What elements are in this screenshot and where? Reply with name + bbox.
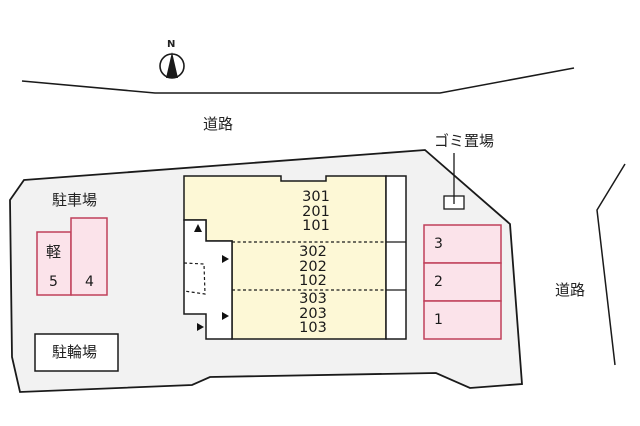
north-arrow-icon: [159, 52, 185, 79]
parking-bay-3-number: 3: [434, 236, 443, 252]
corridor: [183, 219, 233, 340]
parking-bay-5-number: 5: [49, 274, 58, 290]
bicycle-parking-label: 駐輪場: [52, 343, 98, 361]
north-road-edge: [21, 67, 575, 94]
car-parking-label: 駐車場: [52, 191, 98, 209]
room-number: 303: [299, 291, 327, 307]
north-road-label: 道路: [203, 115, 234, 133]
east-road-edge: [596, 163, 626, 366]
parking-bay-2: [423, 262, 502, 302]
bicycle-parking-box: [34, 333, 119, 372]
parking-bay-1-number: 1: [434, 312, 443, 328]
room-number: 102: [299, 273, 327, 289]
unit-stack-03: 303 203 103: [293, 292, 333, 336]
kei-car-note: 軽: [46, 243, 62, 261]
balcony-strip: [385, 175, 407, 340]
unit-stack-02: 302 202 102: [293, 245, 333, 289]
entrance-marker-icon: [197, 323, 204, 331]
parking-bay-4-number: 4: [85, 274, 94, 290]
room-number: 202: [299, 258, 327, 275]
unit-stack-01: 301 201 101: [296, 190, 336, 234]
compass-north-label: N: [167, 39, 176, 50]
parking-bay-1: [423, 300, 502, 340]
trash-area-label: ゴミ置場: [434, 132, 495, 150]
entrance-marker-icon: [222, 312, 229, 320]
room-number: 101: [302, 218, 330, 234]
east-road-label: 道路: [555, 281, 586, 299]
room-number: 103: [299, 320, 327, 336]
stairs-outline: [183, 262, 206, 295]
parking-bay-5: [36, 231, 72, 296]
room-number: 301: [302, 189, 330, 205]
entrance-marker-icon: [194, 224, 202, 232]
room-number: 203: [299, 305, 327, 322]
room-number: 302: [299, 244, 327, 260]
room-number: 201: [302, 203, 330, 220]
parking-bay-2-number: 2: [434, 274, 443, 290]
entrance-marker-icon: [222, 255, 229, 263]
parking-bay-4: [70, 217, 108, 296]
